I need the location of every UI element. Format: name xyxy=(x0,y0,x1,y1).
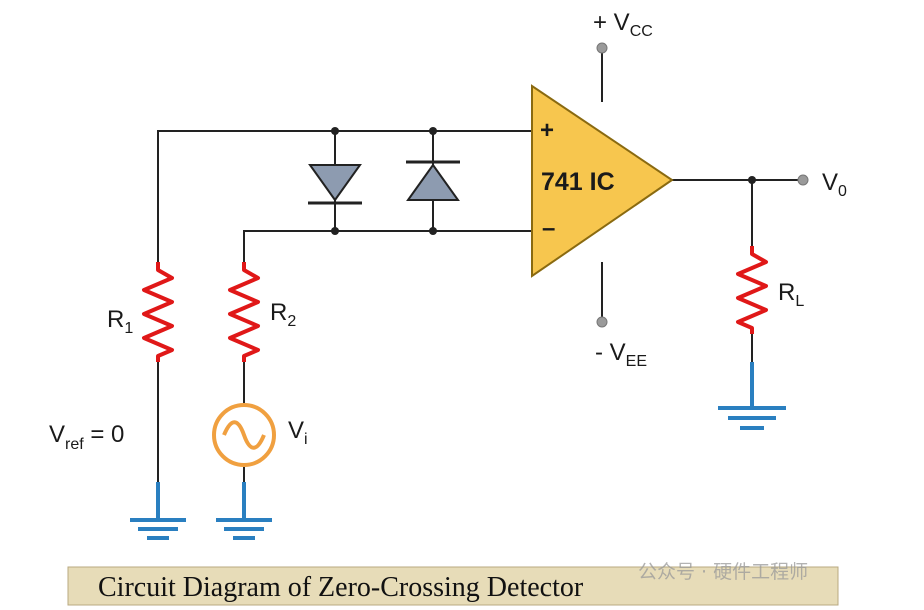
rl-label: RL xyxy=(778,279,804,310)
vi-label: Vi xyxy=(288,417,308,448)
caption-text: Circuit Diagram of Zero-Crossing Detecto… xyxy=(98,572,584,603)
wires xyxy=(157,48,800,518)
vout-terminal xyxy=(797,174,809,186)
r2-label: R2 xyxy=(270,299,296,330)
resistor-r1 xyxy=(142,262,174,362)
resistor-rl xyxy=(736,246,768,334)
vcc-label: + VCC xyxy=(593,9,653,40)
opamp-minus-sign: – xyxy=(542,215,555,242)
resistor-r2 xyxy=(228,262,260,362)
diode-left xyxy=(308,164,362,205)
opamp-label: 741 IC xyxy=(541,168,615,196)
watermark-text: 公众号 · 硬件工程师 xyxy=(638,561,808,583)
opamp-plus-sign: + xyxy=(540,117,554,144)
ground-load xyxy=(718,362,786,430)
vref-label: Vref = 0 xyxy=(49,421,124,453)
r1-label: R1 xyxy=(107,306,133,337)
terminals xyxy=(596,42,809,328)
vee-label: - VEE xyxy=(595,339,647,370)
ground-r1 xyxy=(130,482,186,540)
vcc-terminal xyxy=(596,42,608,54)
vout-label: V0 xyxy=(822,169,847,200)
diode-right xyxy=(406,160,460,201)
ground-source xyxy=(216,482,272,540)
opamp-741: + – 741 IC xyxy=(531,84,674,278)
vee-terminal xyxy=(596,316,608,328)
caption-banner: Circuit Diagram of Zero-Crossing Detecto… xyxy=(67,566,839,606)
ac-source xyxy=(212,403,276,467)
junction-dots xyxy=(331,127,756,235)
